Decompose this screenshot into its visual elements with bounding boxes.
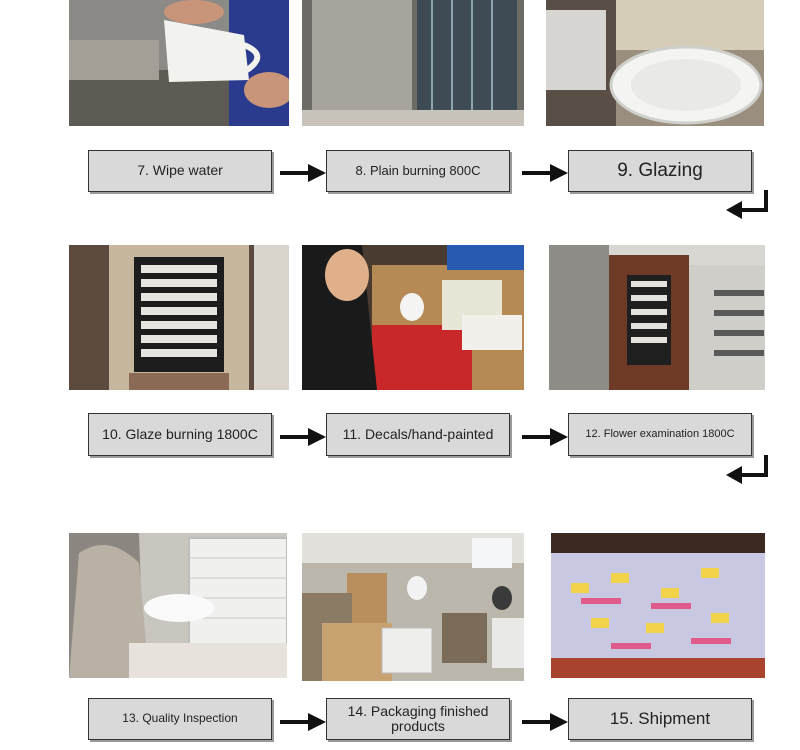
step-8-label: 8. Plain burning 800C [326, 150, 510, 192]
right-arrow-icon [522, 163, 568, 183]
step-13-label: 13. Quality Inspection [88, 698, 272, 740]
step-11-label: 11. Decals/hand-painted [326, 413, 510, 456]
photo-decals [302, 245, 524, 390]
right-arrow-icon [280, 427, 326, 447]
step-12-label: 12. Flower examination 1800C [568, 413, 752, 456]
photo-quality-inspection [69, 533, 287, 678]
step-14-label: 14. Packaging finished products [326, 698, 510, 740]
right-arrow-icon [280, 712, 326, 732]
step-15-label: 15. Shipment [568, 698, 752, 740]
step-9-label: 9. Glazing [568, 150, 752, 192]
step-10-label: 10. Glaze burning 1800C [88, 413, 272, 456]
return-arrow-icon [726, 190, 772, 225]
photo-glazing [546, 0, 764, 126]
photo-wipe-water [69, 0, 289, 126]
photo-kiln-1800 [69, 245, 289, 390]
photo-kiln-800 [302, 0, 524, 126]
photo-shipment [551, 533, 765, 678]
right-arrow-icon [522, 427, 568, 447]
step-7-label: 7. Wipe water [88, 150, 272, 192]
photo-packaging [302, 533, 524, 681]
return-arrow-icon [726, 455, 772, 490]
right-arrow-icon [522, 712, 568, 732]
photo-flower-exam [549, 245, 765, 390]
right-arrow-icon [280, 163, 326, 183]
